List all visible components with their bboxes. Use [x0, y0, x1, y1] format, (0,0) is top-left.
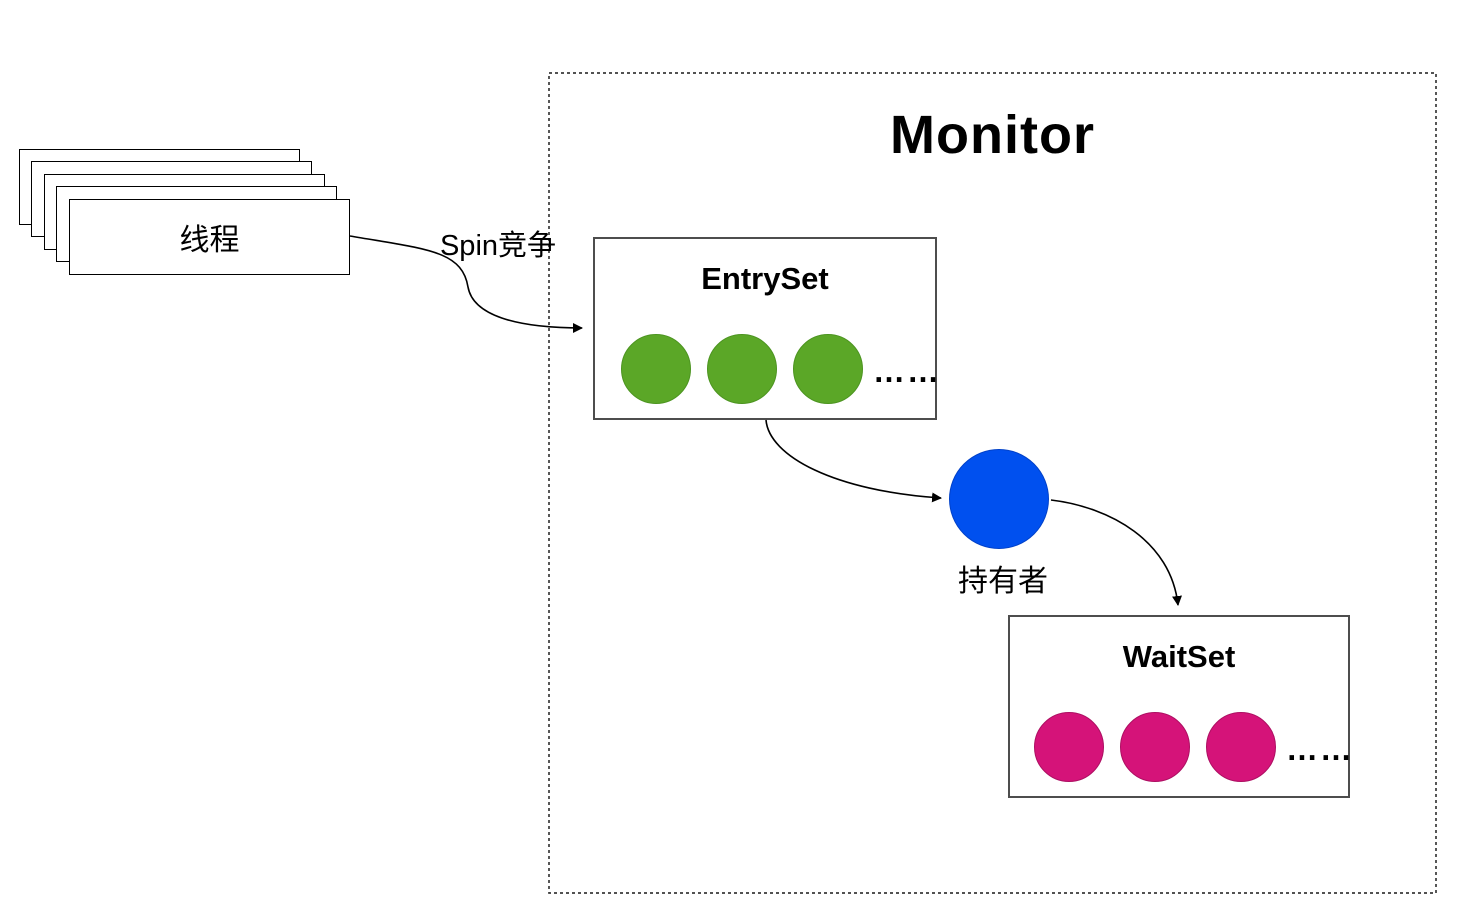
threads-label: 线程	[179, 224, 240, 257]
entryset-thread-circle	[793, 334, 863, 404]
entryset-circles-row: ……	[621, 334, 941, 404]
entryset-circle-group	[621, 334, 863, 404]
owner-label: 持有者	[958, 565, 1048, 598]
arrow-entryset-to-owner	[765, 419, 942, 503]
entryset-box: EntrySet ……	[593, 237, 939, 420]
waitset-ellipsis: ……	[1286, 730, 1354, 767]
thread-card-front: 线程	[69, 199, 350, 275]
spin-arrow-label: Spin竞争	[439, 230, 557, 262]
monitor-title: Monitor	[890, 105, 1095, 165]
waitset-thread-circle	[1034, 712, 1104, 782]
entryset-thread-circle	[621, 334, 691, 404]
waitset-thread-circle	[1120, 712, 1190, 782]
entryset-title: EntrySet	[701, 261, 829, 296]
entryset-ellipsis: ……	[873, 352, 941, 389]
waitset-box: WaitSet ……	[1008, 615, 1352, 798]
owner-thread-circle	[949, 449, 1049, 549]
waitset-circle-group	[1034, 712, 1276, 782]
waitset-circles-row: ……	[1034, 712, 1354, 782]
waitset-thread-circle	[1206, 712, 1276, 782]
entryset-thread-circle	[707, 334, 777, 404]
waitset-title: WaitSet	[1122, 639, 1236, 674]
